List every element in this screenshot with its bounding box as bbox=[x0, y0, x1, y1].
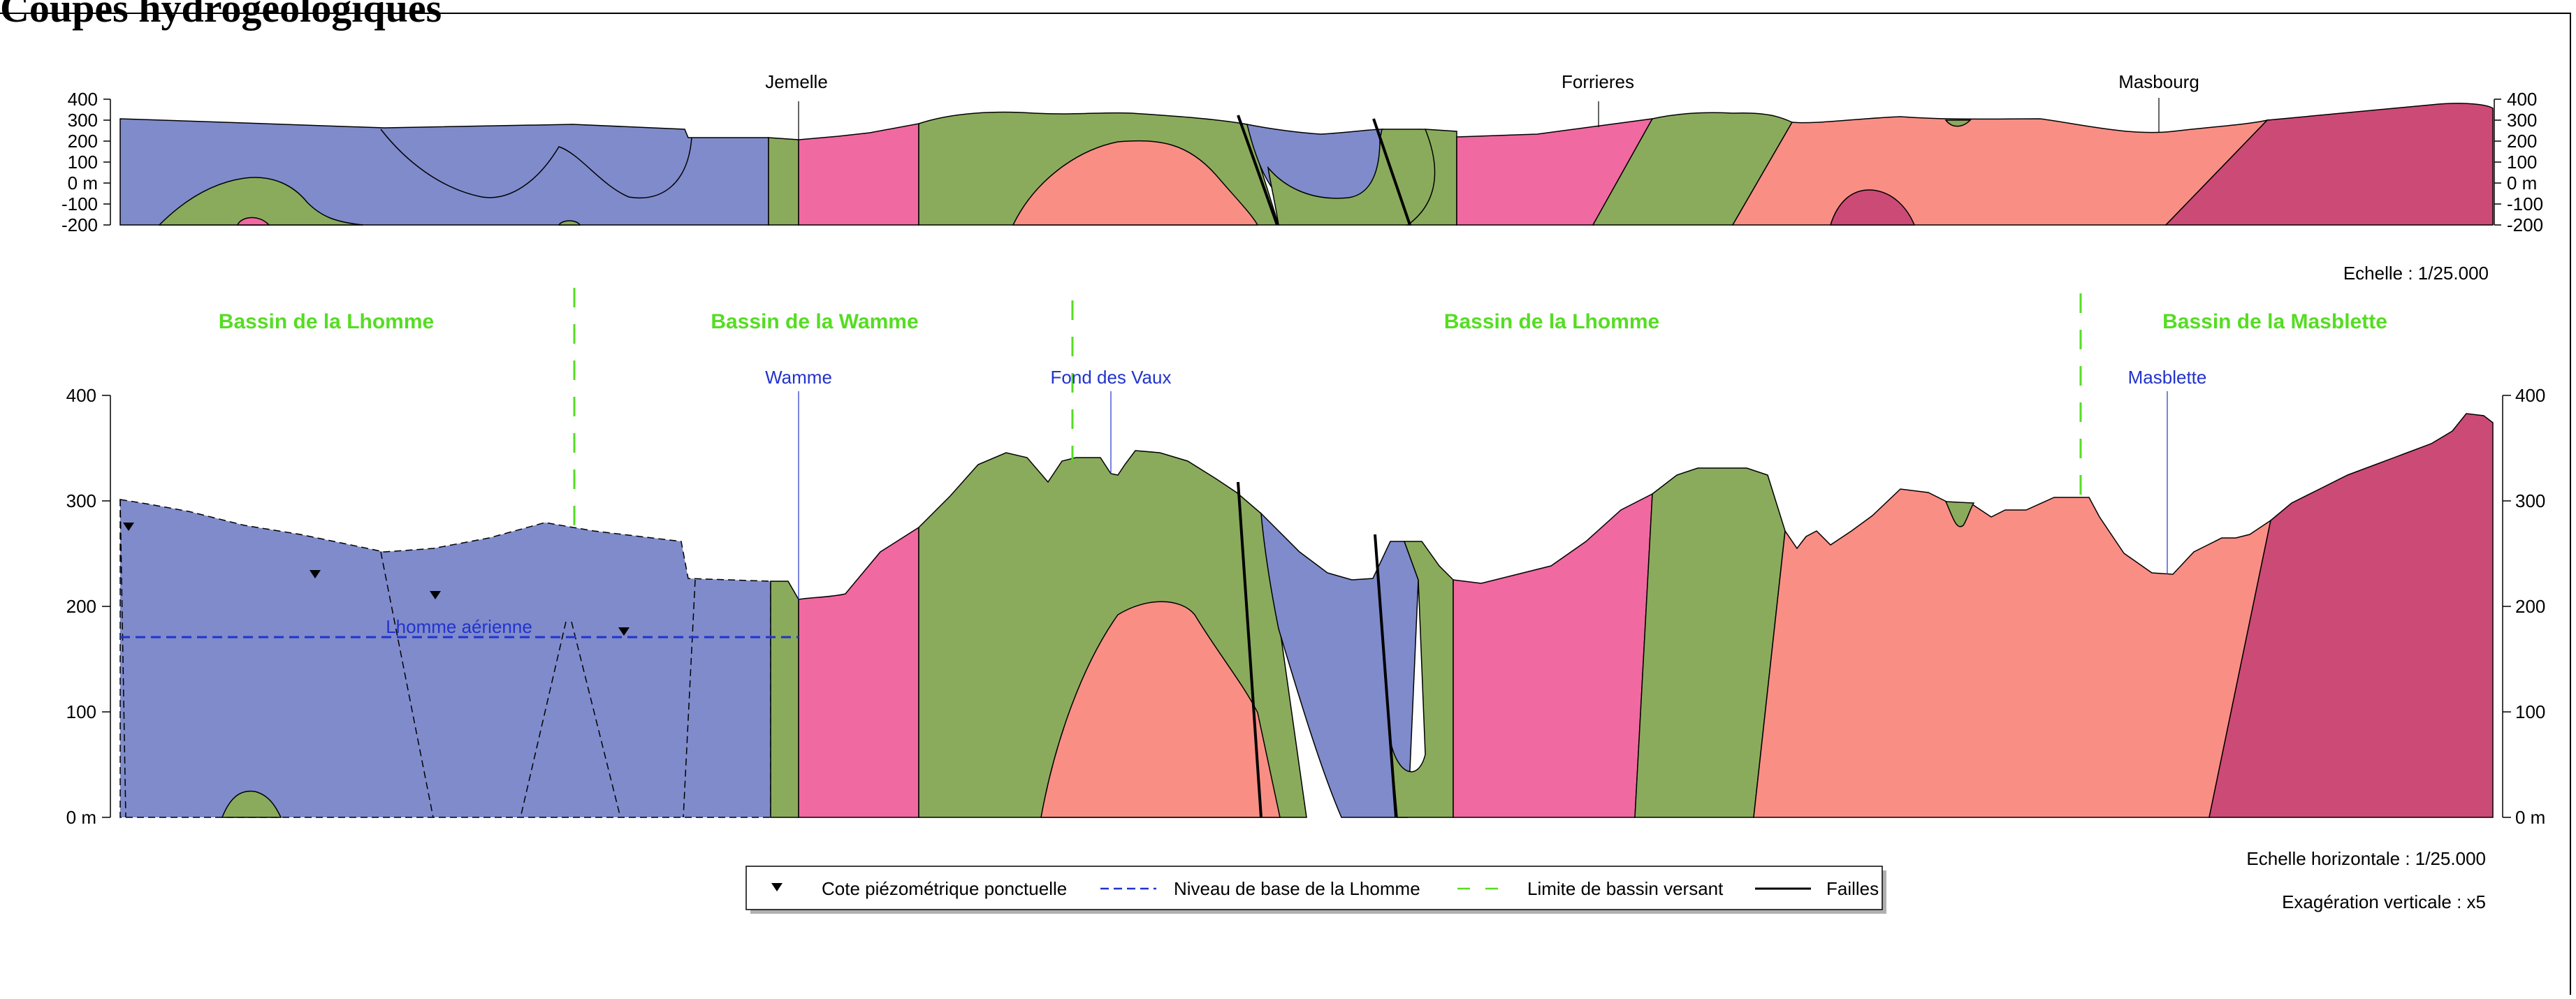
bottom-section: 400 300 200 100 0 m 400 300 200 100 0 m … bbox=[66, 288, 2545, 912]
top-pink-small-west bbox=[236, 217, 270, 226]
legend-label-basin-limit: Limite de bassin versant bbox=[1527, 878, 1724, 899]
top-fault-1 bbox=[1237, 115, 1279, 226]
basin-label-lhomme-east: Bassin de la Lhomme bbox=[1444, 310, 1659, 333]
bot-fault-1 bbox=[1237, 481, 1262, 818]
horizontal-scale-label: Echelle horizontale : 1/25.000 bbox=[2246, 848, 2486, 869]
basin-label-wamme: Bassin de la Wamme bbox=[711, 310, 918, 333]
top-ytick-left-0: 400 bbox=[68, 89, 98, 110]
top-pink-unit-1 bbox=[798, 123, 919, 226]
river-label-fond-des-vaux: Fond des Vaux bbox=[1051, 367, 1172, 388]
piezo-triangle-4 bbox=[618, 627, 630, 636]
top-green-east bbox=[1592, 112, 1793, 226]
lhomme-aerienne-label: Lhomme aérienne bbox=[386, 616, 532, 637]
bot-ytick-right-0: 400 bbox=[2515, 385, 2545, 406]
top-crimson-east bbox=[2164, 103, 2494, 226]
vertical-exaggeration-label: Exagération verticale : x5 bbox=[2282, 891, 2486, 912]
bot-green-strip-wamme bbox=[770, 581, 799, 818]
top-place-masbourg: Masbourg bbox=[2118, 71, 2199, 92]
bot-ytick-right-4: 0 m bbox=[2515, 807, 2545, 828]
river-label-wamme: Wamme bbox=[765, 367, 832, 388]
top-ytick-right-6: -200 bbox=[2507, 214, 2543, 235]
bot-ytick-left-2: 200 bbox=[66, 596, 96, 617]
top-ytick-left-3: 100 bbox=[68, 152, 98, 173]
top-ytick-right-0: 400 bbox=[2507, 89, 2537, 110]
triangle-icon bbox=[771, 883, 783, 891]
top-ytick-left-2: 200 bbox=[68, 131, 98, 152]
top-green-syncline-edge bbox=[1406, 129, 1457, 226]
top-green-small-east bbox=[1944, 119, 1972, 127]
legend-label-faults: Failles bbox=[1826, 878, 1879, 899]
top-section: 400 300 200 100 0 m -100 -200 400 300 20… bbox=[61, 71, 2543, 284]
top-ytick-left-5: -100 bbox=[61, 194, 98, 214]
top-ytick-right-1: 300 bbox=[2507, 110, 2537, 131]
bot-crimson-east bbox=[2208, 413, 2494, 818]
top-ytick-right-5: -100 bbox=[2507, 194, 2543, 214]
river-label-masblette: Masblette bbox=[2128, 367, 2207, 388]
top-ytick-right-4: 0 m bbox=[2507, 173, 2537, 194]
basin-label-masblette: Bassin de la Masblette bbox=[2162, 310, 2387, 333]
bot-salmon-east bbox=[1753, 488, 2272, 818]
bot-green-small-east bbox=[1944, 501, 1975, 527]
figure-frame bbox=[0, 13, 2571, 995]
bot-salmon-core bbox=[1040, 601, 1281, 818]
top-place-forrieres: Forrieres bbox=[1562, 71, 1634, 92]
top-salmon-central bbox=[1012, 140, 1259, 226]
bot-fault-2 bbox=[1374, 534, 1397, 818]
top-blue-fold-line bbox=[380, 129, 692, 198]
piezo-triangle-2 bbox=[310, 570, 321, 578]
top-scale-label: Echelle : 1/25.000 bbox=[2343, 263, 2489, 284]
basin-label-lhomme-west: Bassin de la Lhomme bbox=[219, 310, 434, 333]
page-title: Coupes hydrogéologiques bbox=[0, 0, 442, 31]
piezo-triangle-1 bbox=[123, 523, 134, 531]
bot-ticks bbox=[102, 395, 2511, 818]
top-ytick-right-2: 200 bbox=[2507, 131, 2537, 152]
piezo-triangle-3 bbox=[430, 591, 441, 599]
bot-ytick-right-3: 100 bbox=[2515, 701, 2545, 722]
bot-blue-internal-dashed bbox=[119, 499, 696, 818]
top-ytick-left-6: -200 bbox=[61, 214, 98, 235]
top-green-strip-jemelle bbox=[768, 137, 799, 226]
top-green-small-west2 bbox=[558, 220, 581, 226]
top-fault-2 bbox=[1372, 118, 1411, 226]
top-ytick-left-4: 0 m bbox=[68, 173, 98, 194]
legend-label-base-level: Niveau de base de la Lhomme bbox=[1174, 878, 1420, 899]
bot-green-east bbox=[1634, 467, 1786, 818]
legend-box bbox=[745, 866, 1883, 910]
bot-ytick-left-3: 100 bbox=[66, 701, 96, 722]
top-ytick-right-3: 100 bbox=[2507, 152, 2537, 173]
bot-ytick-left-4: 0 m bbox=[66, 807, 96, 828]
bot-green-bump bbox=[221, 790, 282, 818]
bot-pink-unit-2 bbox=[1453, 493, 1653, 818]
top-crimson-small-east bbox=[1829, 189, 1916, 226]
bot-pink-unit-1 bbox=[798, 526, 919, 818]
legend-label-piezo: Cote piézométrique ponctuelle bbox=[822, 878, 1067, 899]
bot-green-syncline-core bbox=[1390, 541, 1454, 818]
bot-ytick-left-0: 400 bbox=[66, 385, 96, 406]
bot-ytick-left-1: 300 bbox=[66, 490, 96, 511]
top-ytick-left-1: 300 bbox=[68, 110, 98, 131]
top-place-jemelle: Jemelle bbox=[765, 71, 828, 92]
bot-ytick-right-2: 200 bbox=[2515, 596, 2545, 617]
legend: Cote piézométrique ponctuelle Niveau de … bbox=[745, 866, 1886, 914]
bot-blue-unit bbox=[119, 499, 771, 818]
bot-ytick-right-1: 300 bbox=[2515, 490, 2545, 511]
top-left-ticks bbox=[103, 99, 2501, 226]
top-green-fold-west bbox=[158, 177, 364, 226]
